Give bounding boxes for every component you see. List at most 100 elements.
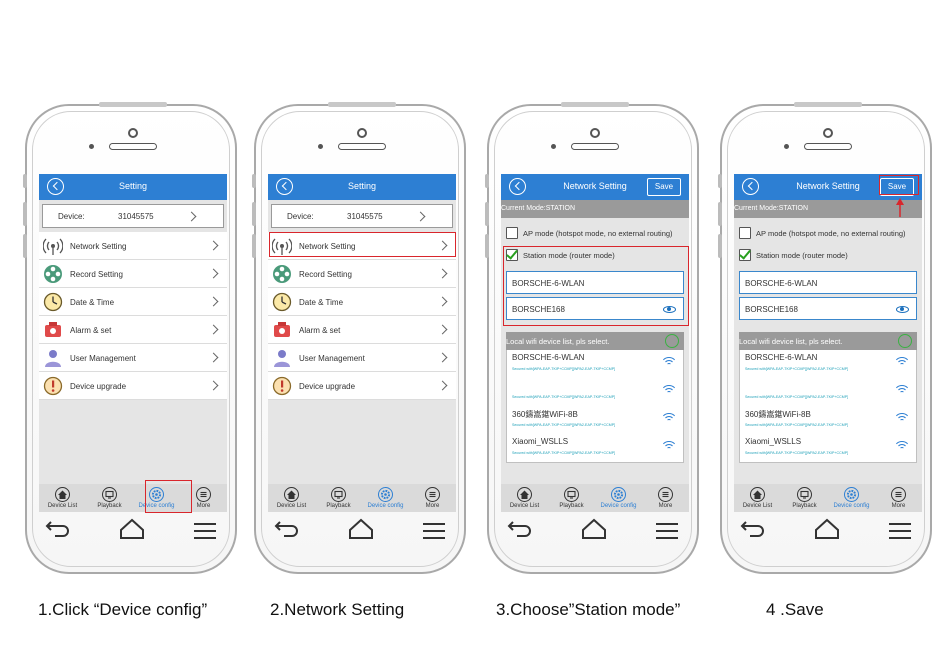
home-icon[interactable] xyxy=(119,518,145,540)
menu-item-network-setting[interactable]: Network Setting xyxy=(268,232,456,260)
wifi-list-item[interactable]: Secured with[WPA-EAP-TKIP+CCMP][WPA2-EAP… xyxy=(740,378,916,406)
chevron-right-icon xyxy=(208,296,219,307)
password-input[interactable]: BORSCHE168 xyxy=(506,297,684,320)
screen-setting: Setting Device: 31045575 Network Setting… xyxy=(39,174,227,512)
wifi-security: Secured with[WPA-EAP-TKIP+CCMP][WPA2-EAP… xyxy=(745,451,849,455)
phone-frame: Setting Device: 31045575 Network Setting… xyxy=(23,102,237,574)
station-mode-option[interactable]: Station mode (router mode) xyxy=(501,244,689,266)
back-arrow-icon[interactable] xyxy=(274,518,302,538)
tab-label: Device config xyxy=(600,503,637,509)
upgrade-icon xyxy=(272,376,292,396)
tab-more[interactable]: More xyxy=(180,486,227,512)
back-arrow-icon[interactable] xyxy=(45,518,73,538)
caption-step-3: 3.Choose”Station mode” xyxy=(496,600,681,619)
ssid-input[interactable]: BORSCHE-6-WLAN xyxy=(506,271,684,294)
menu-item-alarm-set[interactable]: Alarm & set xyxy=(268,316,456,344)
back-arrow-icon[interactable] xyxy=(740,518,768,538)
tab-more[interactable]: More xyxy=(409,486,456,512)
hardware-buttons xyxy=(268,514,456,548)
upgrade-icon xyxy=(43,376,63,396)
menu-item-user-management[interactable]: User Management xyxy=(39,344,227,372)
menu-item-record-setting[interactable]: Record Setting xyxy=(268,260,456,288)
tab-more[interactable]: More xyxy=(642,486,689,512)
menu-icon[interactable] xyxy=(656,523,678,544)
password-input[interactable]: BORSCHE168 xyxy=(739,297,917,320)
tab-device-config[interactable]: Device config xyxy=(362,486,409,512)
tab-device-list[interactable]: Device List xyxy=(734,486,781,512)
front-camera-icon xyxy=(357,128,367,138)
back-icon[interactable] xyxy=(742,178,759,195)
station-mode-label: Station mode (router mode) xyxy=(756,251,848,260)
home-icon[interactable] xyxy=(814,518,840,540)
tab-device-list[interactable]: Device List xyxy=(268,486,315,512)
menu-item-user-management[interactable]: User Management xyxy=(268,344,456,372)
wifi-list-title: Local wifi device list, pls select. xyxy=(739,337,843,346)
menu-item-date-time[interactable]: Date & Time xyxy=(39,288,227,316)
save-button[interactable]: Save xyxy=(880,178,914,196)
menu-icon[interactable] xyxy=(423,523,445,544)
ssid-input[interactable]: BORSCHE-6-WLAN xyxy=(739,271,917,294)
station-mode-option[interactable]: Station mode (router mode) xyxy=(734,244,922,266)
tab-playback[interactable]: Playback xyxy=(548,486,595,512)
device-label: Device: xyxy=(58,212,85,221)
chevron-right-icon xyxy=(437,380,448,391)
tab-device-config[interactable]: Device config xyxy=(828,486,875,512)
tab-playback[interactable]: Playback xyxy=(315,486,362,512)
menu-item-device-upgrade[interactable]: Device upgrade xyxy=(39,372,227,400)
station-mode-checkbox[interactable] xyxy=(739,247,751,261)
back-icon[interactable] xyxy=(276,178,293,195)
refresh-icon[interactable] xyxy=(898,334,912,348)
wifi-antenna-icon xyxy=(42,236,64,256)
screen-setting: Setting Device: 31045575 Network Setting… xyxy=(268,174,456,512)
back-icon[interactable] xyxy=(47,178,64,195)
back-icon[interactable] xyxy=(509,178,526,195)
wifi-signal-icon xyxy=(660,441,677,455)
home-icon xyxy=(517,487,532,502)
eye-icon[interactable] xyxy=(896,306,909,313)
back-arrow-icon[interactable] xyxy=(507,518,535,538)
menu-item-network-setting[interactable]: Network Setting xyxy=(39,232,227,260)
home-icon[interactable] xyxy=(581,518,607,540)
tab-label: More xyxy=(891,503,906,509)
menu-icon[interactable] xyxy=(889,523,911,544)
tab-playback[interactable]: Playback xyxy=(86,486,133,512)
menu-item-record-setting[interactable]: Record Setting xyxy=(39,260,227,288)
home-icon xyxy=(55,487,70,502)
menu-item-device-upgrade[interactable]: Device upgrade xyxy=(268,372,456,400)
ap-mode-checkbox[interactable] xyxy=(506,227,518,239)
home-icon[interactable] xyxy=(348,518,374,540)
ap-mode-option[interactable]: AP mode (hotspot mode, no external routi… xyxy=(734,222,922,244)
tab-device-config[interactable]: Device config xyxy=(133,486,180,512)
tab-label: Device config xyxy=(138,503,175,509)
menu-item-date-time[interactable]: Date & Time xyxy=(268,288,456,316)
device-id: 31045575 xyxy=(118,212,154,221)
ap-mode-checkbox[interactable] xyxy=(739,227,751,239)
wifi-list-item[interactable]: Secured with[WPA-EAP-TKIP+CCMP][WPA2-EAP… xyxy=(507,378,683,406)
device-selector[interactable]: Device: 31045575 xyxy=(42,204,224,228)
menu-icon[interactable] xyxy=(194,523,216,544)
save-button[interactable]: Save xyxy=(647,178,681,196)
refresh-icon[interactable] xyxy=(665,334,679,348)
tab-label: Playback xyxy=(559,503,584,509)
chevron-right-icon xyxy=(437,324,448,335)
station-mode-checkbox[interactable] xyxy=(506,247,518,261)
tab-more[interactable]: More xyxy=(875,486,922,512)
device-selector[interactable]: Device: 31045575 xyxy=(271,204,453,228)
wifi-name: BORSCHE-6-WLAN xyxy=(745,353,818,362)
eye-icon[interactable] xyxy=(663,306,676,313)
tab-device-config[interactable]: Device config xyxy=(595,486,642,512)
menu-item-label: Alarm & set xyxy=(299,326,341,335)
tab-device-list[interactable]: Device List xyxy=(39,486,86,512)
tab-playback[interactable]: Playback xyxy=(781,486,828,512)
menu-item-alarm-set[interactable]: Alarm & set xyxy=(39,316,227,344)
ap-mode-option[interactable]: AP mode (hotspot mode, no external routi… xyxy=(501,222,689,244)
tab-device-list[interactable]: Device List xyxy=(501,486,548,512)
wifi-list: BORSCHE-6-WLAN Secured with[WPA-EAP-TKIP+… xyxy=(739,350,917,463)
